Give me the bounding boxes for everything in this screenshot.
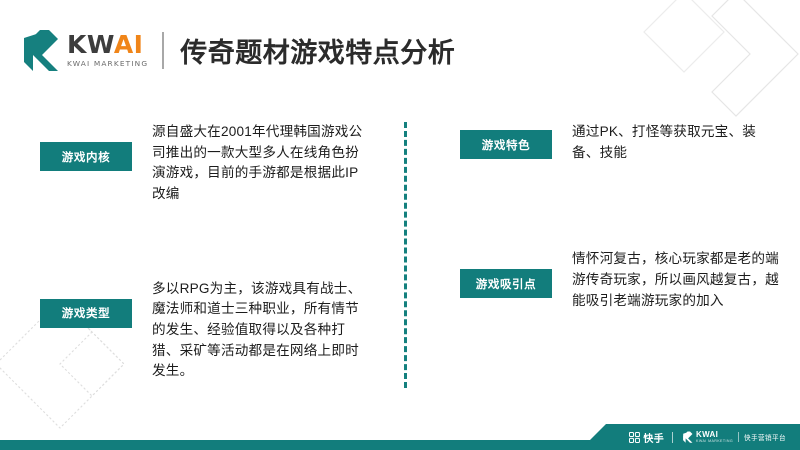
text-game-core: 源自盛大在2001年代理韩国游戏公司推出的一款大型多人在线角色扮演游戏，目前的手… xyxy=(152,124,363,201)
vertical-dashed-divider xyxy=(404,122,407,388)
right-column: 游戏特色 通过PK、打怪等获取元宝、装备、技能 游戏吸引点 情怀河复古，核心玩家… xyxy=(400,108,800,398)
kwai-brand-accent: AI xyxy=(113,30,144,60)
tag-game-features[interactable]: 游戏特色 xyxy=(460,130,552,159)
kuaishou-logo: 快手 xyxy=(629,430,664,445)
text-game-appeal: 情怀河复古，核心玩家都是老的端游传奇玩家，所以画风越复古，越能吸引老端游玩家的加… xyxy=(572,251,779,308)
content-area: 游戏内核 源自盛大在2001年代理韩国游戏公司推出的一款大型多人在线角色扮演游戏… xyxy=(0,108,800,398)
kwai-chevron-icon xyxy=(24,30,58,71)
footer-separator-2 xyxy=(738,432,740,442)
info-block-game-appeal: 游戏吸引点 情怀河复古，核心玩家都是老的端游传奇玩家，所以画风越复古，越能吸引老… xyxy=(460,249,782,311)
footer-kwai-sub: KWAI MARKETING xyxy=(696,438,734,443)
kwai-logo: KWAI KWAI MARKETING xyxy=(16,28,148,72)
footer-kwai-logo: KWAI KWAI MARKETING xyxy=(681,429,734,444)
tag-game-core[interactable]: 游戏内核 xyxy=(40,142,132,171)
header-divider xyxy=(162,31,165,69)
footer-brand-block: 快手 KWAI KWAI MARKETING 快手营销平台 xyxy=(580,424,800,450)
tag-wrapper: 游戏内核 xyxy=(40,122,132,171)
tag-wrapper: 游戏类型 xyxy=(40,279,132,328)
page-title: 传奇题材游戏特点分析 xyxy=(180,37,456,68)
info-block-game-type: 游戏类型 多以RPG为主，该游戏具有战士、魔法师和道士三种职业，所有情节的发生、… xyxy=(40,279,376,382)
kwai-logo-subtitle: KWAI MARKETING xyxy=(67,59,149,69)
text-game-type: 多以RPG为主，该游戏具有战士、魔法师和道士三种职业，所有情节的发生、经验值取得… xyxy=(152,280,362,379)
kwai-brand-prefix: KW xyxy=(67,30,114,60)
info-block-game-core: 游戏内核 源自盛大在2001年代理韩国游戏公司推出的一款大型多人在线角色扮演游戏… xyxy=(40,122,376,205)
tag-game-type[interactable]: 游戏类型 xyxy=(40,298,132,328)
tag-wrapper: 游戏特色 xyxy=(460,122,552,159)
kwai-chevron-icon xyxy=(683,431,693,443)
slide-header: KWAI KWAI MARKETING 传奇题材游戏特点分析 xyxy=(0,0,800,100)
footer-separator xyxy=(672,431,674,443)
footer-tagline: 快手营销平台 xyxy=(744,435,786,442)
kwai-brand-text: KWAI xyxy=(67,32,148,57)
footer-kwai-wordmark: KWAI KWAI MARKETING xyxy=(696,429,734,444)
tag-game-appeal[interactable]: 游戏吸引点 xyxy=(460,269,552,299)
kwai-wordmark: KWAI KWAI MARKETING xyxy=(67,32,148,67)
kuaishou-logo-icon xyxy=(629,431,641,443)
footer-kwai-brand: KWAI xyxy=(696,429,719,439)
kuaishou-label: 快手 xyxy=(643,433,665,445)
text-game-features: 通过PK、打怪等获取元宝、装备、技能 xyxy=(572,124,757,160)
footer-bar xyxy=(0,440,800,450)
left-column: 游戏内核 源自盛大在2001年代理韩国游戏公司推出的一款大型多人在线角色扮演游戏… xyxy=(0,108,400,398)
info-block-game-features: 游戏特色 通过PK、打怪等获取元宝、装备、技能 xyxy=(460,122,782,163)
tag-wrapper: 游戏吸引点 xyxy=(460,249,552,299)
